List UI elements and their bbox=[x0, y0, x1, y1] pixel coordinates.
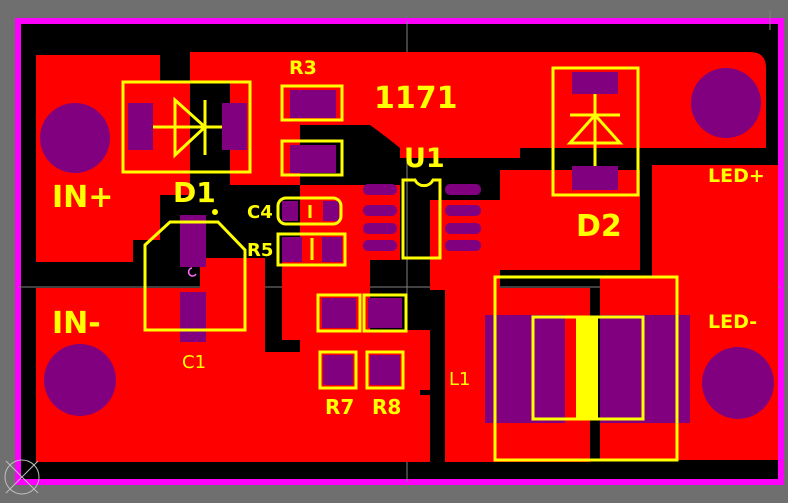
pad-in-minus bbox=[44, 344, 116, 416]
c1-polarity-dot bbox=[212, 209, 218, 215]
pad-in-plus bbox=[40, 103, 110, 173]
label-r3: R3 bbox=[289, 57, 317, 79]
smd-pads bbox=[128, 72, 690, 423]
label-in-plus: IN+ bbox=[52, 180, 113, 215]
silkscreen-layer bbox=[121, 66, 679, 462]
pad-led-plus bbox=[691, 68, 761, 138]
label-l1: L1 bbox=[449, 369, 470, 390]
l1-core-bar bbox=[576, 318, 598, 418]
mounting-pads bbox=[40, 68, 774, 419]
copper-in-minus bbox=[36, 258, 430, 462]
label-led-minus: LED- bbox=[708, 311, 757, 333]
origin-marker bbox=[4, 459, 40, 495]
label-r7: R7 bbox=[325, 395, 354, 419]
label-u1: U1 bbox=[404, 143, 445, 174]
label-c4: C4 bbox=[247, 202, 273, 223]
pad-led-minus bbox=[702, 347, 774, 419]
label-c1: C1 bbox=[182, 352, 206, 373]
label-r5: R5 bbox=[247, 240, 273, 261]
c1-polarity-mark bbox=[187, 267, 197, 277]
label-d1: D1 bbox=[173, 176, 216, 209]
label-led-plus: LED+ bbox=[708, 165, 765, 187]
copper-led-plus-right bbox=[652, 165, 778, 280]
label-part-number: 1171 bbox=[374, 81, 458, 116]
label-in-minus: IN- bbox=[52, 306, 101, 341]
label-d2: D2 bbox=[576, 209, 622, 244]
label-r8: R8 bbox=[372, 395, 401, 419]
